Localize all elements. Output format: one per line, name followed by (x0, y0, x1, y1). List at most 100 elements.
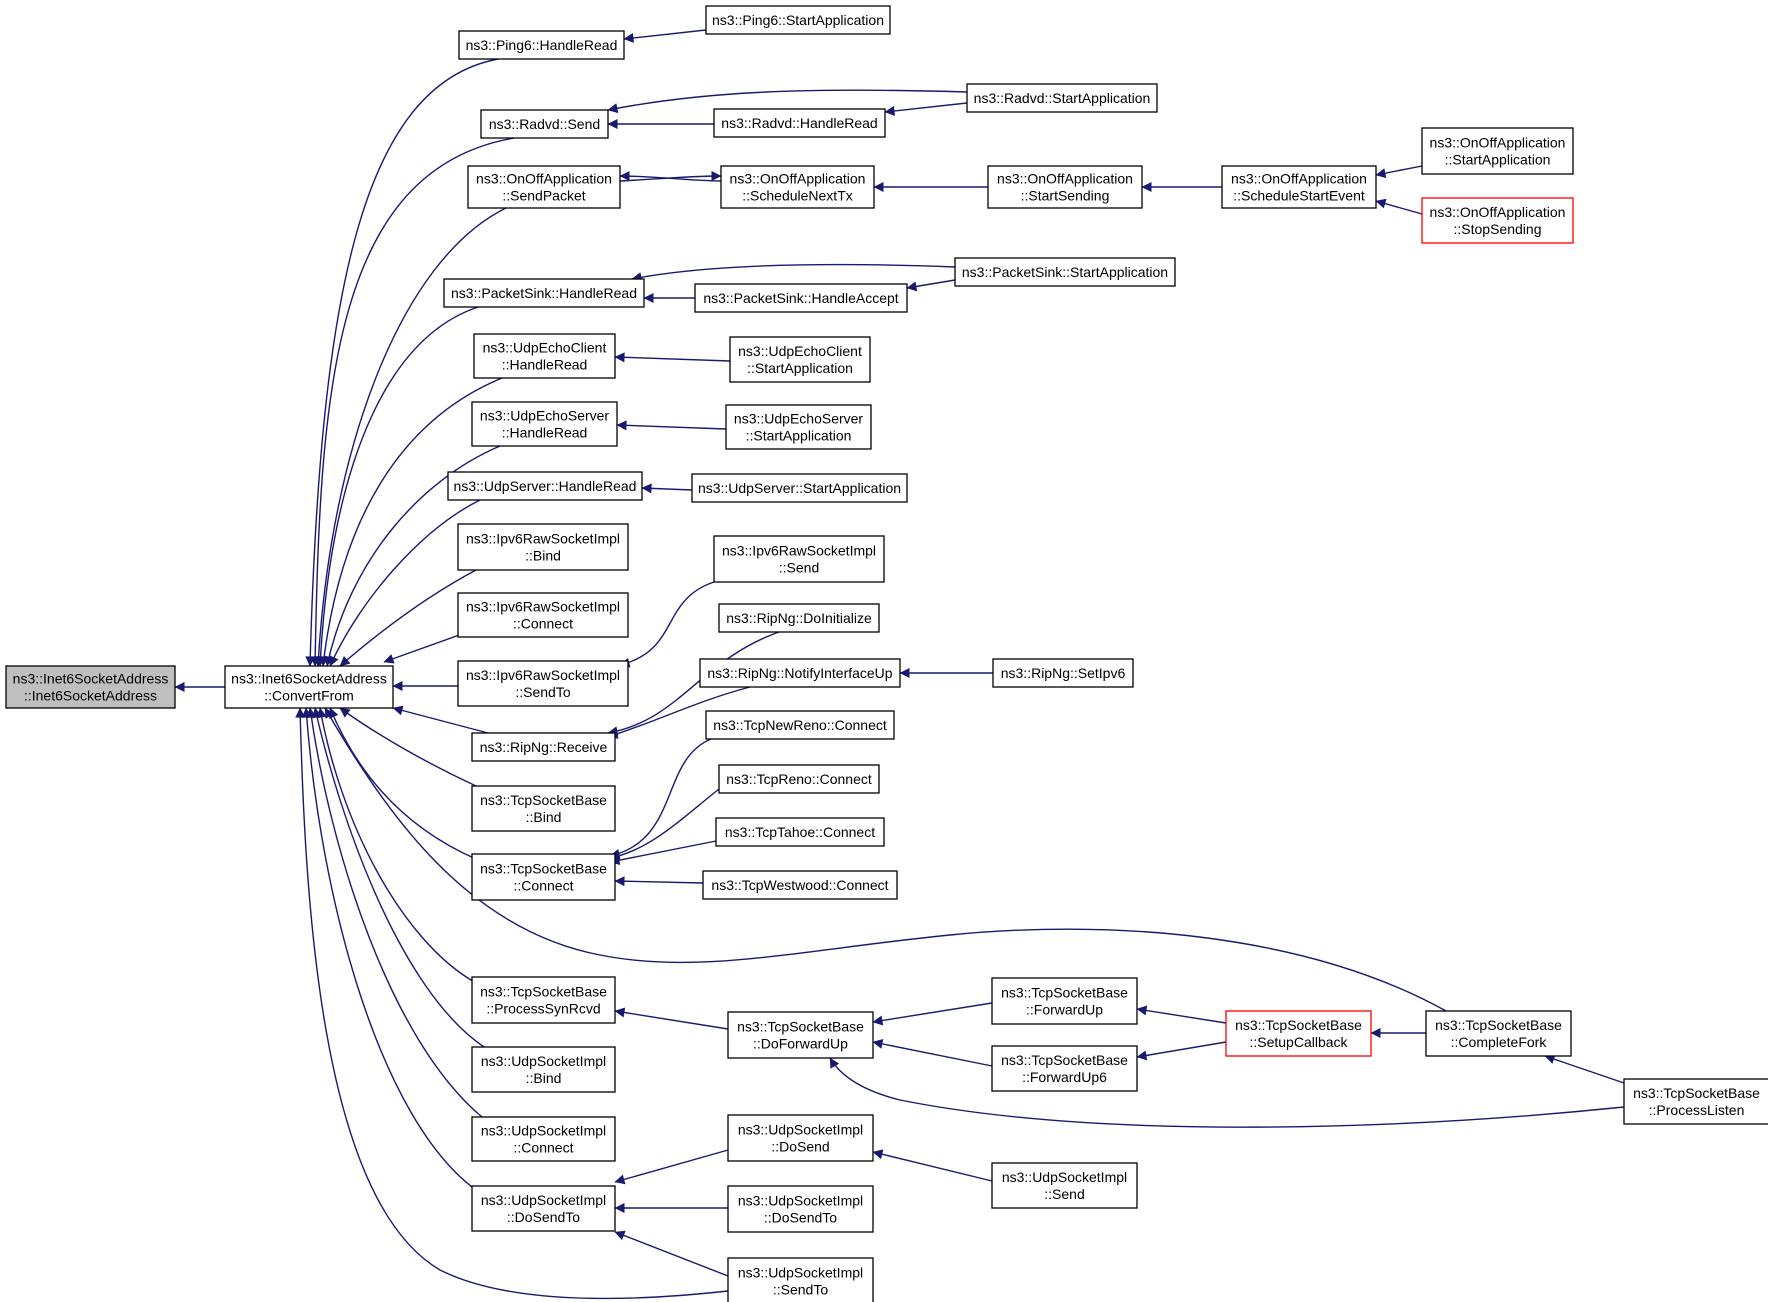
node-ping6-startapplication[interactable]: ns3::Ping6::StartApplication (705, 5, 891, 35)
node-tcpnewreno-connect[interactable]: ns3::TcpNewReno::Connect (705, 710, 895, 740)
node-ripng-notifyinterfaceup[interactable]: ns3::RipNg::NotifyInterfaceUp (699, 658, 901, 688)
node-packetsink-startapplication[interactable]: ns3::PacketSink::StartApplication (954, 257, 1176, 287)
node-label-line: ::SendTo (515, 684, 570, 700)
node-label-line: ns3::TcpSocketBase (480, 861, 607, 877)
node-tcpsocketbase-forwardup[interactable]: ns3::TcpSocketBase::ForwardUp (991, 977, 1138, 1025)
node-onoffapplication-stopsending[interactable]: ns3::OnOffApplication::StopSending (1421, 197, 1574, 244)
node-ipv6rawsocketimpl-send[interactable]: ns3::Ipv6RawSocketImpl::Send (713, 535, 885, 583)
node-udpsocketimpl-connect[interactable]: ns3::UdpSocketImpl::Connect (471, 1116, 616, 1162)
node-tcpsocketbase-doforwardup[interactable]: ns3::TcpSocketBase::DoForwardUp (727, 1011, 874, 1059)
node-label-line: ns3::UdpSocketImpl (738, 1265, 863, 1281)
node-label-line: ns3::UdpEchoServer (480, 408, 610, 424)
edge-n43-to-n40 (1544, 1054, 1625, 1084)
edge-n35-to-n34 (614, 876, 704, 887)
node-udpsocketimpl-bind[interactable]: ns3::UdpSocketImpl::Bind (471, 1046, 616, 1093)
node-box (457, 523, 629, 571)
node-tcpsocketbase-completefork[interactable]: ns3::TcpSocketBase::CompleteFork (1425, 1010, 1572, 1057)
node-label-line: ns3::PacketSink::HandleAccept (703, 290, 898, 306)
node-udpechoclient-startapplication[interactable]: ns3::UdpEchoClient::StartApplication (729, 336, 871, 383)
node-ipv6rawsocketimpl-connect[interactable]: ns3::Ipv6RawSocketImpl::Connect (457, 592, 629, 638)
node-box (705, 710, 895, 740)
node-udpsocketimpl-dosend[interactable]: ns3::UdpSocketImpl::DoSend (727, 1114, 874, 1162)
node-label-line: ::Bind (526, 809, 562, 825)
node-label-line: ns3::Ipv6RawSocketImpl (466, 531, 620, 547)
node-onoffapplication-schedulenexttx[interactable]: ns3::OnOffApplication::ScheduleNextTx (720, 165, 875, 209)
node-ripng-doinitialize[interactable]: ns3::RipNg::DoInitialize (718, 603, 880, 633)
node-label-line: ns3::OnOffApplication (730, 171, 866, 187)
node-inet6socketaddress-convertfrom[interactable]: ns3::Inet6SocketAddress::ConvertFrom (224, 665, 394, 709)
node-tcpsocketbase-bind[interactable]: ns3::TcpSocketBase::Bind (471, 785, 616, 832)
node-box (702, 870, 898, 900)
node-onoffapplication-startsending[interactable]: ns3::OnOffApplication::StartSending (987, 165, 1143, 209)
node-inet6socketaddress-inet6socketaddress[interactable]: ns3::Inet6SocketAddress::Inet6SocketAddr… (5, 665, 176, 709)
node-packetsink-handleaccept[interactable]: ns3::PacketSink::HandleAccept (694, 283, 908, 313)
node-udpechoserver-handleread[interactable]: ns3::UdpEchoServer::HandleRead (471, 401, 618, 447)
node-label-line: ns3::OnOffApplication (476, 171, 612, 187)
edge-n49-to-n1 (295, 707, 729, 1300)
node-label-line: ::HandleRead (502, 357, 588, 373)
node-udpechoserver-startapplication[interactable]: ns3::UdpEchoServer::StartApplication (725, 404, 872, 450)
node-label-line: ns3::OnOffApplication (1430, 204, 1566, 220)
node-udpsocketimpl-dosendto[interactable]: ns3::UdpSocketImpl::DoSendTo (471, 1185, 616, 1232)
node-tcpwestwood-connect[interactable]: ns3::TcpWestwood::Connect (702, 870, 898, 900)
node-label-line: ::StartApplication (747, 360, 853, 376)
node-label-line: ns3::RipNg::DoInitialize (726, 610, 872, 626)
edge-n47-to-n1 (301, 707, 477, 1191)
node-udpserver-handleread[interactable]: ns3::UdpServer::HandleRead (447, 471, 643, 501)
node-onoffapplication-sendpacket[interactable]: ns3::OnOffApplication::SendPacket (467, 165, 621, 209)
edge-n18-to-n1 (324, 445, 501, 667)
edge-n33-to-n34 (609, 840, 717, 866)
node-radvd-handleread[interactable]: ns3::Radvd::HandleRead (713, 108, 886, 138)
node-radvd-send[interactable]: ns3::Radvd::Send (480, 109, 609, 139)
node-label-line: ::DoSendTo (507, 1209, 580, 1225)
edge-n5-to-n4 (607, 89, 968, 114)
node-label-line: ns3::TcpSocketBase (737, 1019, 864, 1035)
node-onoffapplication-startapplication[interactable]: ns3::OnOffApplication::StartApplication (1421, 127, 1574, 175)
node-tcpsocketbase-processlisten[interactable]: ns3::TcpSocketBase::ProcessListen (1623, 1078, 1768, 1125)
node-box (718, 603, 880, 633)
node-udpsocketimpl-send[interactable]: ns3::UdpSocketImpl::Send (991, 1162, 1138, 1209)
node-ipv6rawsocketimpl-sendto[interactable]: ns3::Ipv6RawSocketImpl::SendTo (457, 660, 629, 707)
node-box (991, 1045, 1138, 1092)
node-tcptahoe-connect[interactable]: ns3::TcpTahoe::Connect (715, 817, 885, 847)
node-box (725, 404, 872, 450)
node-box (966, 83, 1158, 113)
node-ripng-receive[interactable]: ns3::RipNg::Receive (471, 732, 616, 762)
node-radvd-startapplication[interactable]: ns3::Radvd::StartApplication (966, 83, 1158, 113)
node-label-line: ::ScheduleStartEvent (1233, 188, 1365, 204)
node-box (1225, 1010, 1372, 1057)
edge-n14-to-n13 (631, 263, 956, 283)
node-box (694, 283, 908, 313)
node-box (718, 764, 880, 794)
node-packetsink-handleread[interactable]: ns3::PacketSink::HandleRead (443, 278, 645, 308)
node-box (720, 165, 875, 209)
node-udpsocketimpl-sendto[interactable]: ns3::UdpSocketImpl::SendTo (727, 1257, 874, 1302)
node-tcpsocketbase-setupcallback[interactable]: ns3::TcpSocketBase::SetupCallback (1225, 1010, 1372, 1057)
node-ipv6rawsocketimpl-bind[interactable]: ns3::Ipv6RawSocketImpl::Bind (457, 523, 629, 571)
node-label-line: ns3::Ping6::StartApplication (712, 12, 884, 28)
edge-n16-to-n1 (319, 377, 503, 667)
node-udpserver-startapplication[interactable]: ns3::UdpServer::StartApplication (691, 473, 908, 503)
node-label-line: ns3::OnOffApplication (997, 171, 1133, 187)
node-box (471, 1046, 616, 1093)
node-ping6-handleread[interactable]: ns3::Ping6::HandleRead (458, 30, 625, 60)
node-tcpreno-connect[interactable]: ns3::TcpReno::Connect (718, 764, 880, 794)
node-label-line: ns3::TcpWestwood::Connect (711, 877, 888, 893)
node-box (727, 1185, 874, 1233)
node-box (447, 471, 643, 501)
node-udpsocketimpl-dosendto[interactable]: ns3::UdpSocketImpl::DoSendTo (727, 1185, 874, 1233)
node-ripng-setipv6[interactable]: ns3::RipNg::SetIpv6 (992, 658, 1134, 688)
node-tcpsocketbase-processsynrcvd[interactable]: ns3::TcpSocketBase::ProcessSynRcvd (471, 976, 616, 1024)
node-box (1421, 127, 1574, 175)
node-tcpsocketbase-forwardup6[interactable]: ns3::TcpSocketBase::ForwardUp6 (991, 1045, 1138, 1092)
node-udpechoclient-handleread[interactable]: ns3::UdpEchoClient::HandleRead (473, 333, 616, 379)
node-label-line: ::Send (779, 560, 819, 576)
edge-n14-to-n15 (906, 279, 956, 292)
node-label-line: ns3::TcpSocketBase (1633, 1085, 1760, 1101)
node-box (471, 1185, 616, 1232)
node-tcpsocketbase-connect[interactable]: ns3::TcpSocketBase::Connect (471, 853, 616, 901)
node-onoffapplication-schedulestartevent[interactable]: ns3::OnOffApplication::ScheduleStartEven… (1221, 165, 1377, 209)
node-box (471, 976, 616, 1024)
node-label-line: ns3::Inet6SocketAddress (13, 671, 169, 687)
node-label-line: ::Bind (525, 548, 561, 564)
